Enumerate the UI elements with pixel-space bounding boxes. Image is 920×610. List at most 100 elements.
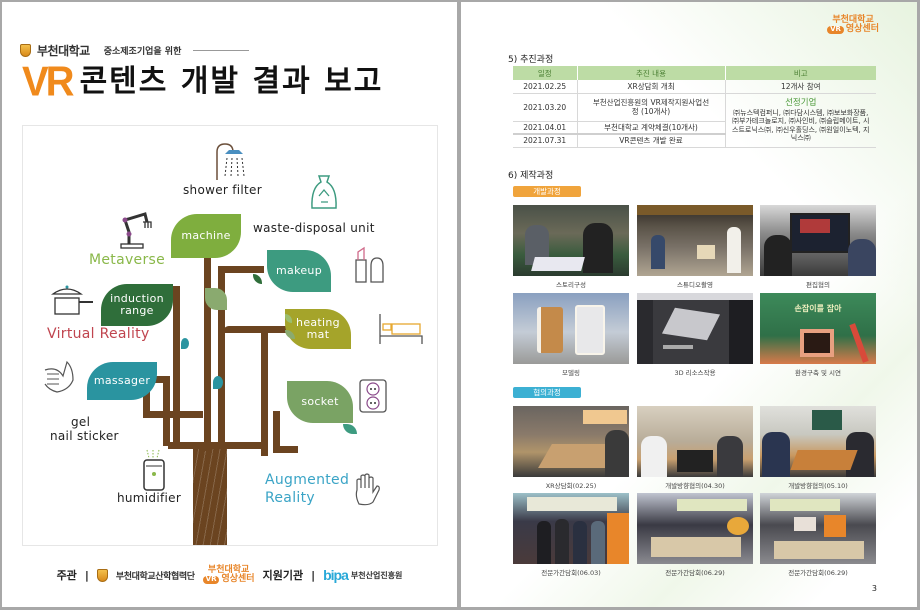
cell-content: XR상담회 개최 <box>576 80 725 94</box>
tree-branch <box>204 221 211 451</box>
shield-icon <box>96 568 108 582</box>
hand-icon <box>355 473 380 506</box>
tree-branch <box>168 442 268 449</box>
photo-caption: 스튜디오촬영 <box>677 281 713 289</box>
cover-footer: 주관 | 부천대학교산학협력단 부천대학교 VR 영상센터 지원기관 | bip… <box>2 565 457 585</box>
progress-table: 일정 추진 내용 비고 2021.02.25 XR상담회 개최 12개사 참여 … <box>513 66 876 148</box>
power-socket-icon <box>359 379 387 413</box>
cell-note: 12개사 참여 <box>724 80 876 94</box>
tree-branch <box>143 411 203 418</box>
bipa-logo: bipa 부천산업진흥원 <box>323 567 402 583</box>
tree-branch <box>218 266 225 446</box>
tree-branch <box>173 286 180 446</box>
photo-expert-meeting-0603 <box>513 493 629 564</box>
section-5-title: 5) 추진과정 <box>508 55 554 65</box>
photo-caption: 편집협의 <box>806 281 830 289</box>
leaf-heating-mat: heating mat <box>285 309 351 349</box>
selected-companies: ㈜뉴스텍컴퍼니, ㈜다담시스템, ㈜보보화장품, ㈜부가테크놀로지, ㈜사인비,… <box>732 108 870 142</box>
vr-center-header-logo: 부천대학교 VR 영상센터 <box>827 15 879 35</box>
bipa-mark: bipa <box>323 567 349 584</box>
photo-dev-direction-0510 <box>760 406 876 477</box>
photo-caption: 전문가간담회(06.03) <box>541 569 601 577</box>
shield-icon <box>20 44 31 57</box>
leaf-label: socket <box>301 394 339 408</box>
separator: | <box>84 568 89 582</box>
label-gel: gel <box>71 415 91 429</box>
photo-caption: 스토리구성 <box>556 281 586 289</box>
subtitle-divider <box>193 50 250 51</box>
photo-caption: 3D 리소스작용 <box>674 369 716 377</box>
decorative-leaf <box>285 314 292 323</box>
dev-process-badge: 개발과정 <box>513 186 581 197</box>
photo-expert-meeting-0629a <box>637 493 753 564</box>
leaf-induction-range: induction range <box>101 284 173 326</box>
vr-pill: VR <box>827 26 844 34</box>
tree-trunk <box>193 444 227 545</box>
label-virtual-reality: Virtual Reality <box>47 326 150 342</box>
decorative-leaf <box>343 424 357 434</box>
tree-branch <box>223 326 288 333</box>
vr-center-line2: 영상센터 <box>221 574 255 585</box>
decorative-leaf <box>213 376 223 389</box>
tree-branch <box>261 326 268 456</box>
photo-caption: 전문가간담회(06.29) <box>665 569 725 577</box>
leaf-machine: machine <box>171 214 241 258</box>
recycling-bag-icon <box>311 175 337 209</box>
tree-branch <box>273 411 280 451</box>
cover-title-text: 콘텐츠 개발 결과 보고 <box>79 64 384 99</box>
tree-illustration: machine makeup induction range heating m… <box>22 125 438 546</box>
label-metaverse: Metaverse <box>89 252 166 268</box>
vr-pill: VR <box>202 576 220 584</box>
photo-caption: 전문가간담회(06.29) <box>788 569 848 577</box>
cell-date: 2021.07.31 <box>513 134 577 148</box>
cell-date: 2021.04.01 <box>513 121 577 135</box>
support-org: 부천산업진흥원 <box>350 570 403 580</box>
decorative-leaf <box>253 274 262 284</box>
photo-caption: 개발방향협의(04.30) <box>665 482 725 490</box>
photo-caption: 개발방향협의(05.10) <box>788 482 848 490</box>
column-header: 비고 <box>724 66 876 80</box>
cover-page: 부천대학교 중소제조기업을 위한 VR 콘텐츠 개발 결과 보고 <box>2 2 457 607</box>
robot-arm-icon <box>120 212 152 249</box>
column-header: 추진 내용 <box>576 66 725 80</box>
photo-3d-resource <box>637 293 753 364</box>
selected-title: 선정기업 <box>785 97 817 108</box>
decorative-leaf <box>285 330 295 339</box>
separator: | <box>311 568 316 582</box>
cell-selected-companies: 선정기업 ㈜뉴스텍컴퍼니, ㈜다담시스템, ㈜보보화장품, ㈜부가테크놀로지, … <box>724 93 876 148</box>
tree-branch <box>273 446 298 453</box>
table-row: 2021.04.01 부천대학교 계약체결(10개사) <box>513 121 876 135</box>
pot-icon <box>50 285 93 315</box>
cover-title: VR 콘텐츠 개발 결과 보고 <box>22 61 384 103</box>
cell-date: 2021.03.20 <box>513 93 577 122</box>
leaf-label: heating mat <box>296 315 340 341</box>
logo-line2: 영상센터 <box>845 24 879 35</box>
photo-caption: XR상담회(02.25) <box>545 482 597 490</box>
vr-center-logo: 부천대학교 VR 영상센터 <box>202 565 255 585</box>
photo-xr-meeting <box>513 406 629 477</box>
consult-process-badge: 협의과정 <box>513 387 581 398</box>
cover-subtitle: 중소제조기업을 위한 <box>103 47 182 57</box>
decorative-leaf <box>205 288 227 310</box>
report-page: 부천대학교 VR 영상센터 5) 추진과정 일정 추진 내용 비고 2021.0… <box>461 2 917 607</box>
page-number: 3 <box>871 584 877 593</box>
photo-expert-meeting-0629b <box>760 493 876 564</box>
label-augmented: Augmented <box>265 472 350 488</box>
label-waste-disposal-unit: waste-disposal unit <box>253 221 375 235</box>
cell-content: VR콘텐츠 개발 완료 <box>576 134 725 148</box>
vr-scene-text: 손잡이를 잡아 <box>794 304 842 313</box>
label-shower-filter: shower filter <box>183 183 262 197</box>
leaf-massager: massager <box>87 362 157 400</box>
cover-header: 부천대학교 중소제조기업을 위한 <box>20 42 250 59</box>
leaf-label: massager <box>93 373 151 387</box>
decorative-leaf <box>181 338 189 349</box>
label-humidifier: humidifier <box>117 491 182 505</box>
photo-caption: 환경구축 및 시연 <box>795 369 841 377</box>
shower-icon <box>216 143 245 180</box>
label-nail-sticker: nail sticker <box>50 429 119 443</box>
section-6-title: 6) 제작과정 <box>508 171 554 181</box>
photo-studio-shooting <box>637 205 753 276</box>
photo-caption: 모델링 <box>562 369 580 377</box>
photo-story-composition <box>513 205 629 276</box>
